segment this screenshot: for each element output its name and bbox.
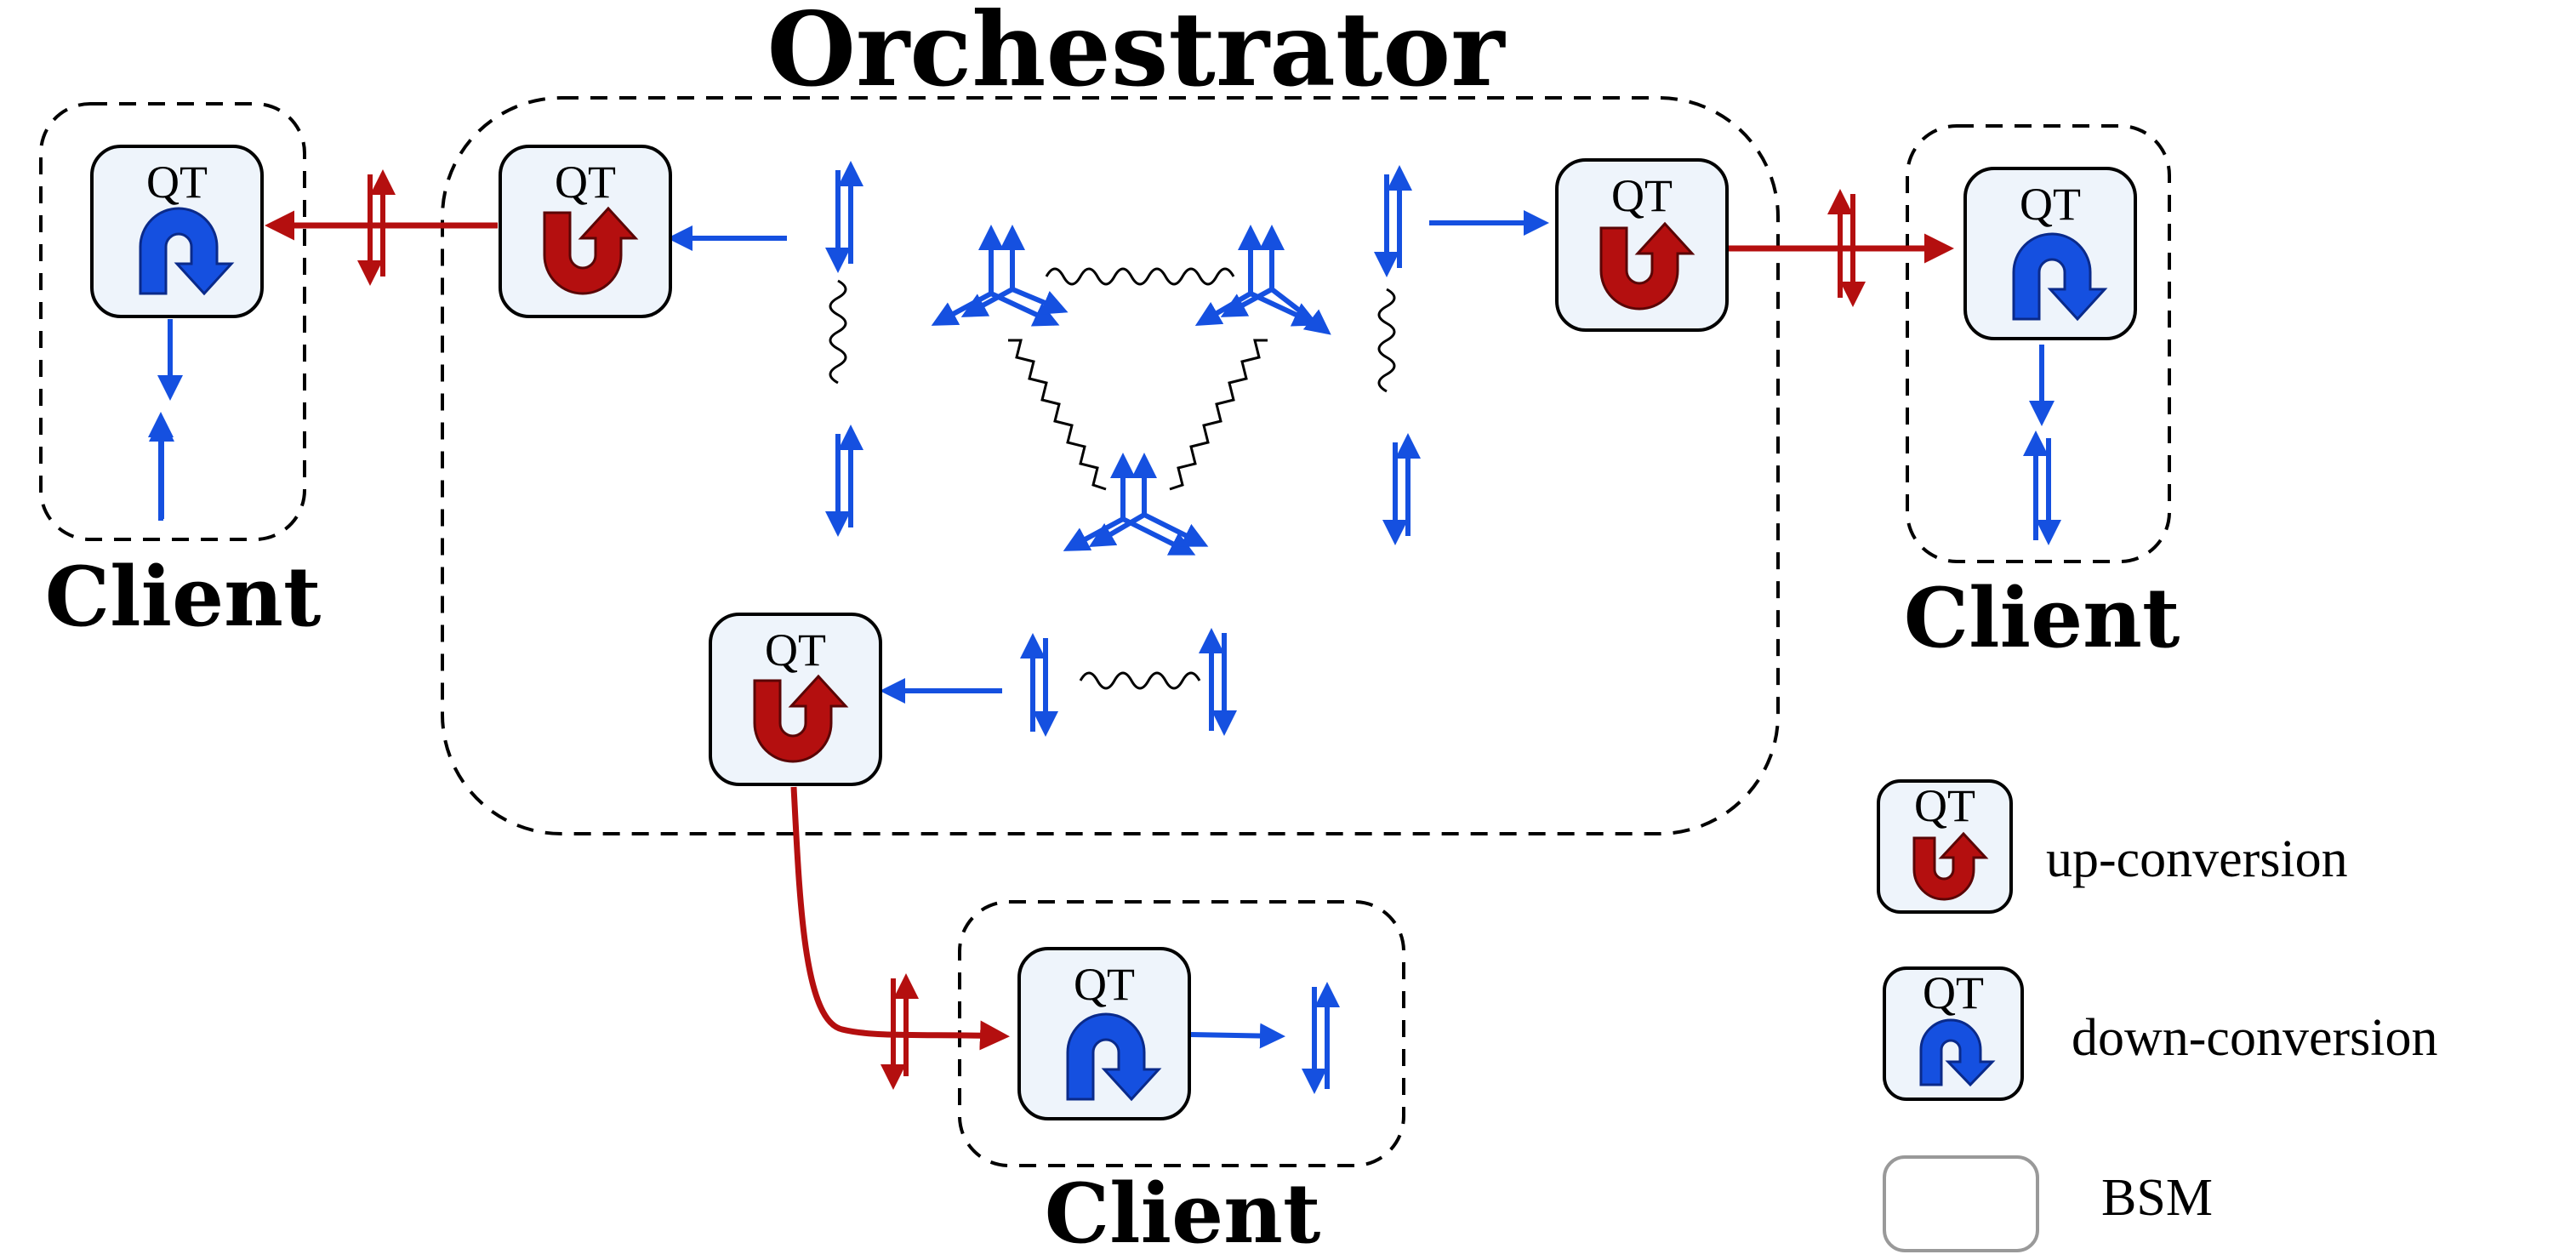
up-conversion-icon	[753, 674, 849, 763]
wavy-triangle-right	[1169, 339, 1268, 491]
qt-label: QT	[1074, 959, 1135, 1010]
photon-cluster-bottom	[1063, 453, 1209, 556]
entanglement-lines	[829, 267, 1396, 690]
photon-cluster-right	[1194, 225, 1331, 335]
down-conversion-icon	[1919, 1018, 1996, 1087]
blue-photon-client-left	[148, 412, 174, 521]
qt-label: QT	[765, 624, 826, 676]
legend-up-label: up-conversion	[2046, 830, 2348, 888]
legend-bsm-label: BSM	[2101, 1169, 2213, 1227]
blue-photon-orch-bl	[825, 425, 863, 537]
orchestrator-boundary	[441, 96, 1780, 835]
qt-box-client-left: QT	[90, 145, 264, 318]
legend-up-conversion: QT up-conversion	[1877, 779, 2348, 914]
blue-arrow-client-bottom	[1190, 1023, 1285, 1049]
qt-label: QT	[1611, 170, 1673, 221]
client-boundary-left	[39, 102, 306, 541]
qt-label: QT	[146, 157, 208, 208]
legend-down-label: down-conversion	[2072, 1009, 2437, 1067]
qt-label: QT	[2020, 179, 2081, 230]
client-boundary-right	[1906, 124, 2171, 563]
client-label-right: Client	[1904, 570, 2180, 666]
client-label-left: Client	[45, 549, 322, 645]
fiber-link-bottom	[790, 786, 1010, 1051]
blue-photon-orch-bottom-left	[1020, 633, 1058, 737]
wavy-bottom-horizontal	[1079, 671, 1201, 690]
legend: QT up-conversion QT down-conversion BSM	[1877, 779, 2437, 1252]
client-label-bottom: Client	[1045, 1166, 1321, 1256]
red-photon-left	[357, 169, 396, 286]
down-conversion-icon	[139, 207, 235, 296]
qt-label: QT	[1923, 967, 1984, 1018]
blue-photon-orch-br	[1382, 433, 1421, 545]
blue-photon-orch-tr	[1374, 165, 1412, 277]
wavy-right-vertical	[1377, 288, 1396, 393]
up-conversion-icon	[1599, 221, 1695, 311]
down-conversion-icon	[1066, 1012, 1162, 1102]
blue-photon-client-right	[2023, 430, 2061, 545]
qt-label: QT	[555, 157, 616, 208]
qt-box-orch-right: QT	[1555, 158, 1729, 332]
up-conversion-icon	[1912, 831, 1989, 901]
legend-down-conversion: QT down-conversion	[1883, 966, 2437, 1101]
down-conversion-icon	[2012, 232, 2108, 322]
wavy-top-horizontal	[1045, 267, 1235, 286]
qt-label: QT	[1914, 780, 1975, 831]
photon-cluster-left	[931, 225, 1069, 327]
legend-bsm: BSM	[1883, 1155, 2213, 1252]
qt-box-orch-bottom: QT	[709, 613, 882, 786]
red-photon-right	[1827, 189, 1866, 307]
up-conversion-icon	[543, 206, 639, 295]
blue-photon-client-bottom	[1302, 982, 1340, 1094]
red-photon-bottom	[881, 973, 919, 1090]
orchestrator-title: Orchestrator	[767, 0, 1506, 110]
qt-box-client-bottom: QT	[1017, 947, 1191, 1120]
qt-box-client-right: QT	[1963, 167, 2137, 340]
wavy-left-vertical	[829, 279, 847, 385]
blue-photon-orch-bottom-right	[1199, 628, 1237, 736]
blue-photon-orch-tl	[825, 161, 863, 273]
wavy-triangle-left	[1008, 339, 1107, 491]
qt-box-orch-left: QT	[499, 145, 672, 318]
